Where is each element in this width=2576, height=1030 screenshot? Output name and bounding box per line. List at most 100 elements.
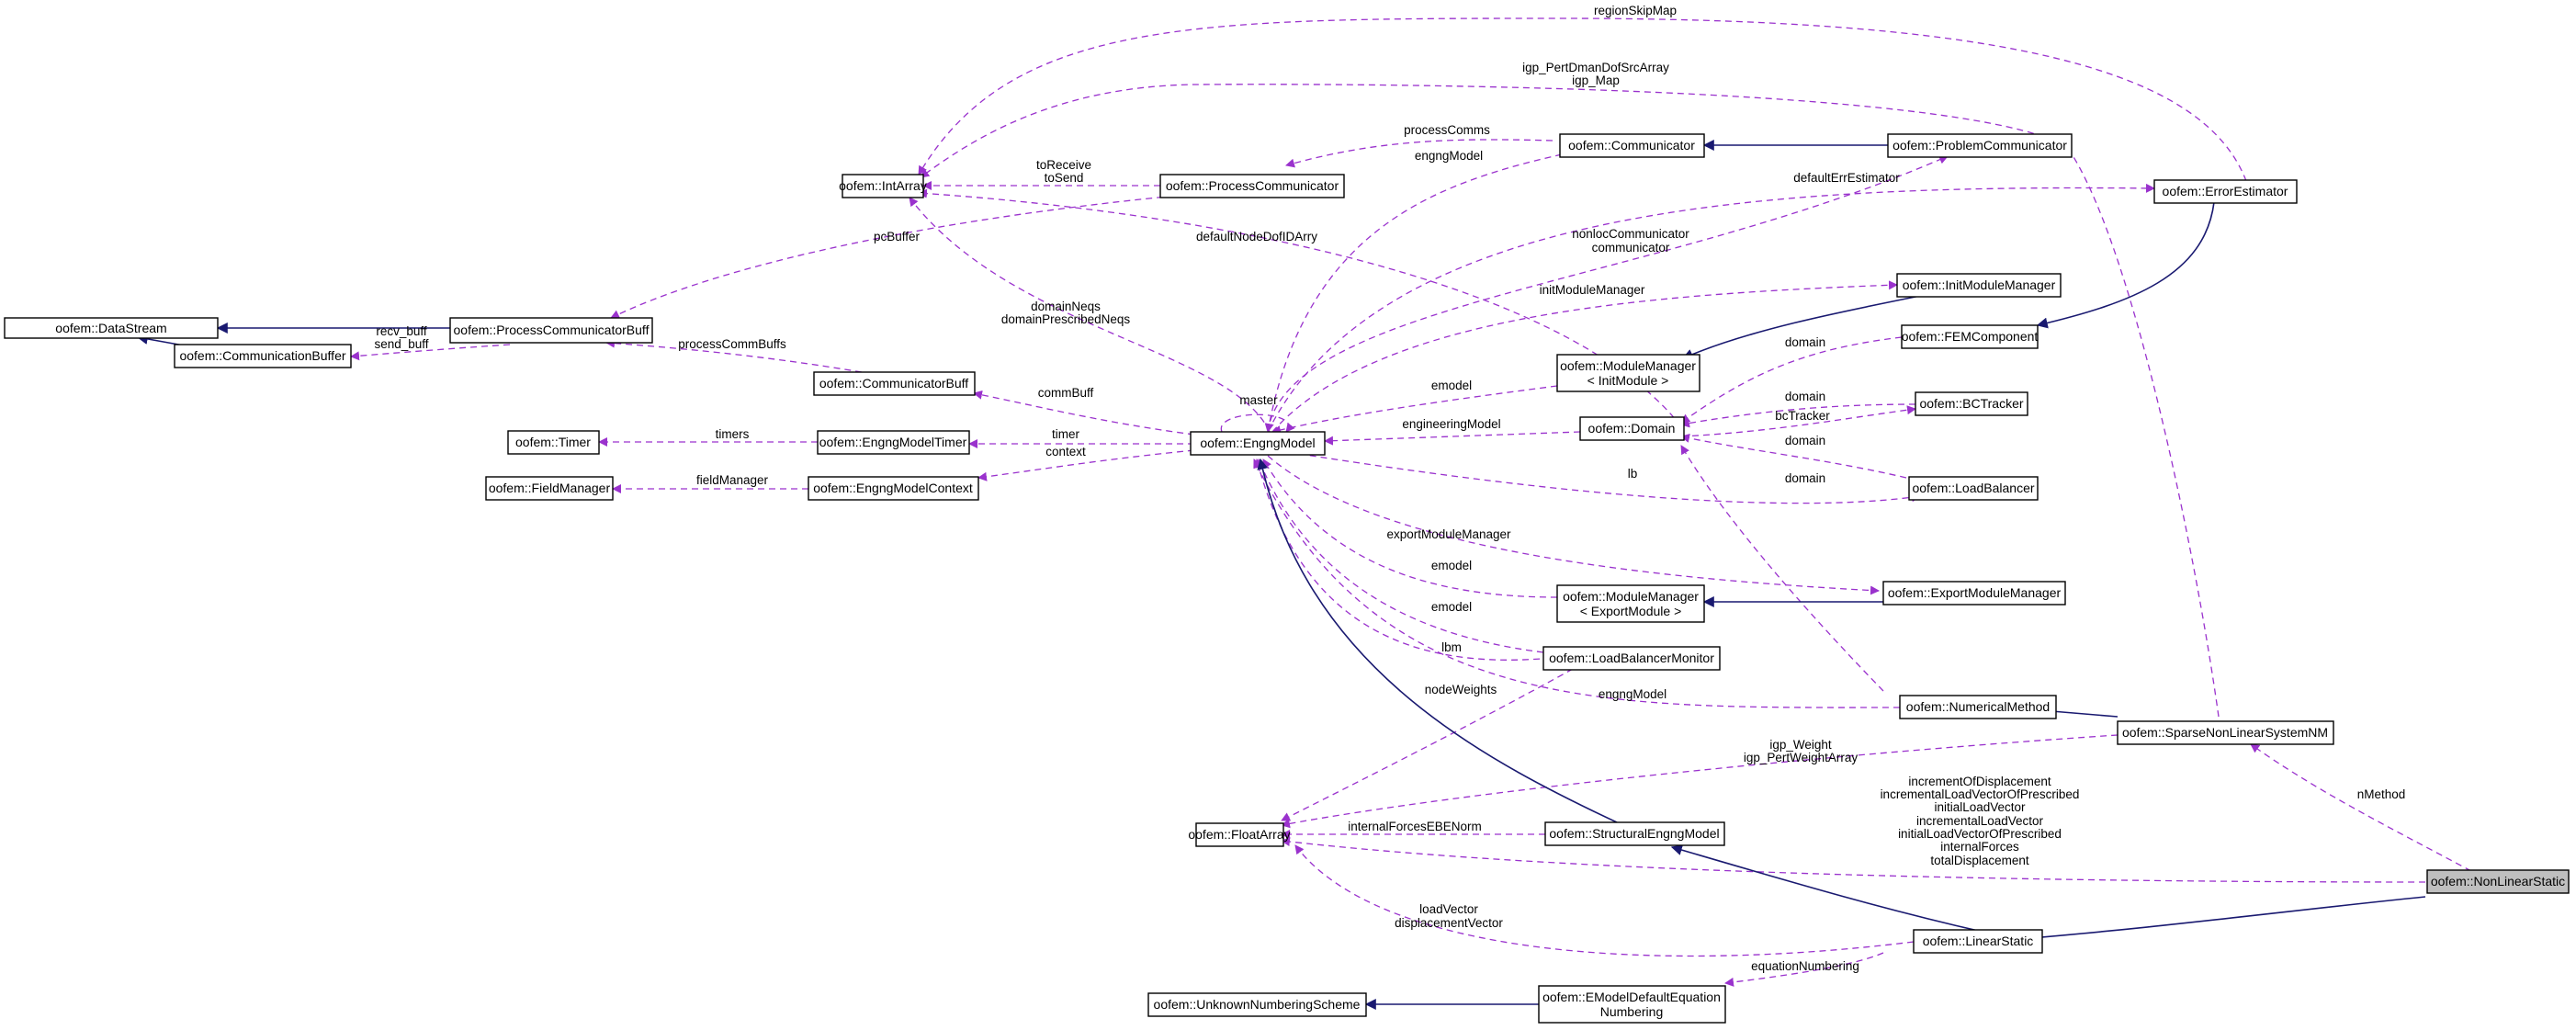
node-unknown-numbering-scheme[interactable]: oofem::UnknownNumberingScheme	[1147, 992, 1367, 1017]
node-float-array-label: oofem::FloatArray	[1188, 827, 1290, 842]
node-error-estimator[interactable]: oofem::ErrorEstimator	[2153, 179, 2298, 204]
node-error-estimator-label: oofem::ErrorEstimator	[2163, 184, 2288, 198]
label-nonlinear-field-6: internalForces	[1940, 840, 2019, 854]
node-sparse-nonlinear-system-nm-label: oofem::SparseNonLinearSystemNM	[2122, 725, 2328, 740]
node-fem-component-label: oofem::FEMComponent	[1902, 329, 2039, 344]
edge-engng-model-comm	[1264, 153, 1563, 433]
node-export-module-manager[interactable]: oofem::ExportModuleManager	[1882, 581, 2066, 606]
node-communicator-buff-label: oofem::CommunicatorBuff	[819, 376, 968, 390]
node-problem-communicator[interactable]: oofem::ProblemCommunicator	[1887, 133, 2073, 158]
label-internal-forces-ebe: internalForcesEBENorm	[1348, 820, 1482, 833]
node-engng-model-context-label: oofem::EngngModelContext	[813, 481, 973, 495]
label-nonlinear-field-3: initialLoadVector	[1934, 800, 2026, 814]
label-domain-bc: domain	[1785, 390, 1825, 403]
label-n-method: nMethod	[2357, 787, 2406, 801]
edge-init-module-manager	[1271, 280, 1898, 433]
node-load-balancer-monitor[interactable]: oofem::LoadBalancerMonitor	[1542, 646, 1721, 671]
edge-process-comm-buffs	[605, 338, 874, 375]
edge-lb	[1276, 449, 1921, 504]
label-nonlinear-field-4: incrementalLoadVector	[1916, 814, 2044, 828]
edge-nonloc-comm	[1267, 155, 1949, 433]
node-structural-engng-model[interactable]: oofem::StructuralEngngModel	[1544, 821, 1725, 846]
inherit-init-module-manager	[1681, 295, 1921, 360]
label-nonloc-comm-2: communicator	[1592, 241, 1670, 255]
node-problem-communicator-label: oofem::ProblemCommunicator	[1892, 138, 2067, 153]
node-process-communicator[interactable]: oofem::ProcessCommunicator	[1159, 174, 1345, 198]
node-communicator-buff[interactable]: oofem::CommunicatorBuff	[813, 371, 976, 396]
label-load-vector-2: displacementVector	[1395, 916, 1503, 930]
node-load-balancer-label: oofem::LoadBalancer	[1912, 481, 2034, 495]
edge-export-module-manager	[1267, 455, 1880, 595]
label-pc-buffer: pcBuffer	[874, 230, 921, 243]
node-communication-buffer[interactable]: oofem::CommunicationBuffer	[174, 344, 352, 368]
label-domain-neqs-2: domainPrescribedNeqs	[1001, 312, 1131, 326]
node-module-manager-export[interactable]: oofem::ModuleManager < ExportModule >	[1556, 584, 1705, 623]
label-engng-model-nm: engngModel	[1599, 687, 1666, 701]
node-communicator-label: oofem::Communicator	[1568, 138, 1695, 153]
node-timer-label: oofem::Timer	[515, 435, 591, 449]
label-emodel-export: emodel	[1431, 559, 1472, 572]
node-fem-component[interactable]: oofem::FEMComponent	[1901, 324, 2039, 349]
node-communication-buffer-label: oofem::CommunicationBuffer	[179, 348, 345, 363]
node-int-array[interactable]: oofem::IntArray	[839, 174, 927, 198]
node-datastream[interactable]: oofem::DataStream	[4, 317, 219, 339]
node-field-manager[interactable]: oofem::FieldManager	[485, 476, 614, 501]
edge-labels: regionSkipMap igp_PertDmanDofSrcArray ig…	[374, 4, 2405, 973]
label-timer: timer	[1052, 427, 1080, 441]
label-igp-pert-2: igp_Map	[1572, 74, 1620, 87]
label-igp-pert-1: igp_PertDmanDofSrcArray	[1522, 61, 1669, 74]
node-field-manager-label: oofem::FieldManager	[489, 481, 611, 495]
node-communicator[interactable]: oofem::Communicator	[1559, 133, 1705, 158]
node-numerical-method-label: oofem::NumericalMethod	[1906, 699, 2050, 714]
edge-load-vector	[1294, 844, 1915, 957]
label-nonloc-comm-1: nonlocCommunicator	[1572, 227, 1689, 241]
node-domain[interactable]: oofem::Domain	[1579, 416, 1685, 441]
label-emodel-lbm: emodel	[1431, 600, 1472, 614]
edge-emodel-lbm	[1257, 458, 1544, 653]
usage-edges	[350, 17, 2472, 987]
edge-context	[977, 449, 1195, 481]
edge-region-skip-map	[918, 17, 2247, 182]
node-process-communicator-buff-label: oofem::ProcessCommunicatorBuff	[454, 323, 650, 337]
node-timer[interactable]: oofem::Timer	[507, 430, 600, 455]
node-sparse-nonlinear-system-nm[interactable]: oofem::SparseNonLinearSystemNM	[2117, 720, 2334, 745]
edge-domain-nm	[1680, 445, 1884, 692]
edge-bc-tracker	[1680, 405, 1916, 437]
node-export-module-manager-label: oofem::ExportModuleManager	[1888, 585, 2062, 600]
node-engng-model[interactable]: oofem::EngngModel	[1190, 431, 1326, 456]
node-linear-static[interactable]: oofem::LinearStatic	[1913, 929, 2043, 954]
node-nonlinear-static[interactable]: oofem::NonLinearStatic	[2426, 869, 2570, 894]
node-emodel-default-equation-numbering[interactable]: oofem::EModelDefaultEquation Numbering	[1538, 985, 1726, 1024]
node-nonlinear-static-label: oofem::NonLinearStatic	[2431, 874, 2565, 889]
edge-nonlinear-fields	[1281, 837, 2426, 883]
edge-lbm	[1254, 458, 1563, 661]
node-module-manager-init[interactable]: oofem::ModuleManager < InitModule >	[1556, 354, 1700, 392]
node-datastream-label: oofem::DataStream	[55, 321, 166, 335]
node-init-module-manager[interactable]: oofem::InitModuleManager	[1896, 273, 2062, 298]
label-nonlinear-field-7: totalDisplacement	[1930, 854, 2029, 867]
node-engng-model-context[interactable]: oofem::EngngModelContext	[808, 476, 979, 501]
edge-node-weights	[1281, 668, 1574, 821]
edge-n-method	[2250, 743, 2472, 872]
edge-domain-lb	[1680, 433, 1907, 479]
inherit-nonlinear-linear-static	[1996, 896, 2426, 946]
edge-pc-buffer	[610, 194, 1186, 319]
label-region-skip-map: regionSkipMap	[1594, 4, 1677, 17]
node-process-communicator-buff[interactable]: oofem::ProcessCommunicatorBuff	[449, 317, 653, 344]
node-float-array[interactable]: oofem::FloatArray	[1188, 822, 1291, 847]
node-init-module-manager-label: oofem::InitModuleManager	[1903, 277, 2056, 292]
node-load-balancer[interactable]: oofem::LoadBalancer	[1908, 476, 2039, 501]
label-engineering-model: engineeringModel	[1402, 417, 1500, 431]
node-engng-model-timer-label: oofem::EngngModelTimer	[819, 435, 967, 449]
edge-engng-model-nm	[1253, 458, 1901, 708]
node-engng-model-timer[interactable]: oofem::EngngModelTimer	[817, 430, 970, 455]
node-bc-tracker[interactable]: oofem::BCTracker	[1915, 391, 2028, 416]
node-numerical-method[interactable]: oofem::NumericalMethod	[1899, 695, 2057, 719]
label-igp-weight-1: igp_Weight	[1769, 738, 1832, 752]
node-structural-engng-model-label: oofem::StructuralEngngModel	[1549, 826, 1719, 841]
label-lbm: lbm	[1441, 640, 1462, 654]
node-module-manager-init-label-2: < InitModule >	[1587, 373, 1669, 388]
label-bc-tracker: bcTracker	[1775, 409, 1830, 423]
node-module-manager-export-label-1: oofem::ModuleManager	[1563, 589, 1699, 604]
